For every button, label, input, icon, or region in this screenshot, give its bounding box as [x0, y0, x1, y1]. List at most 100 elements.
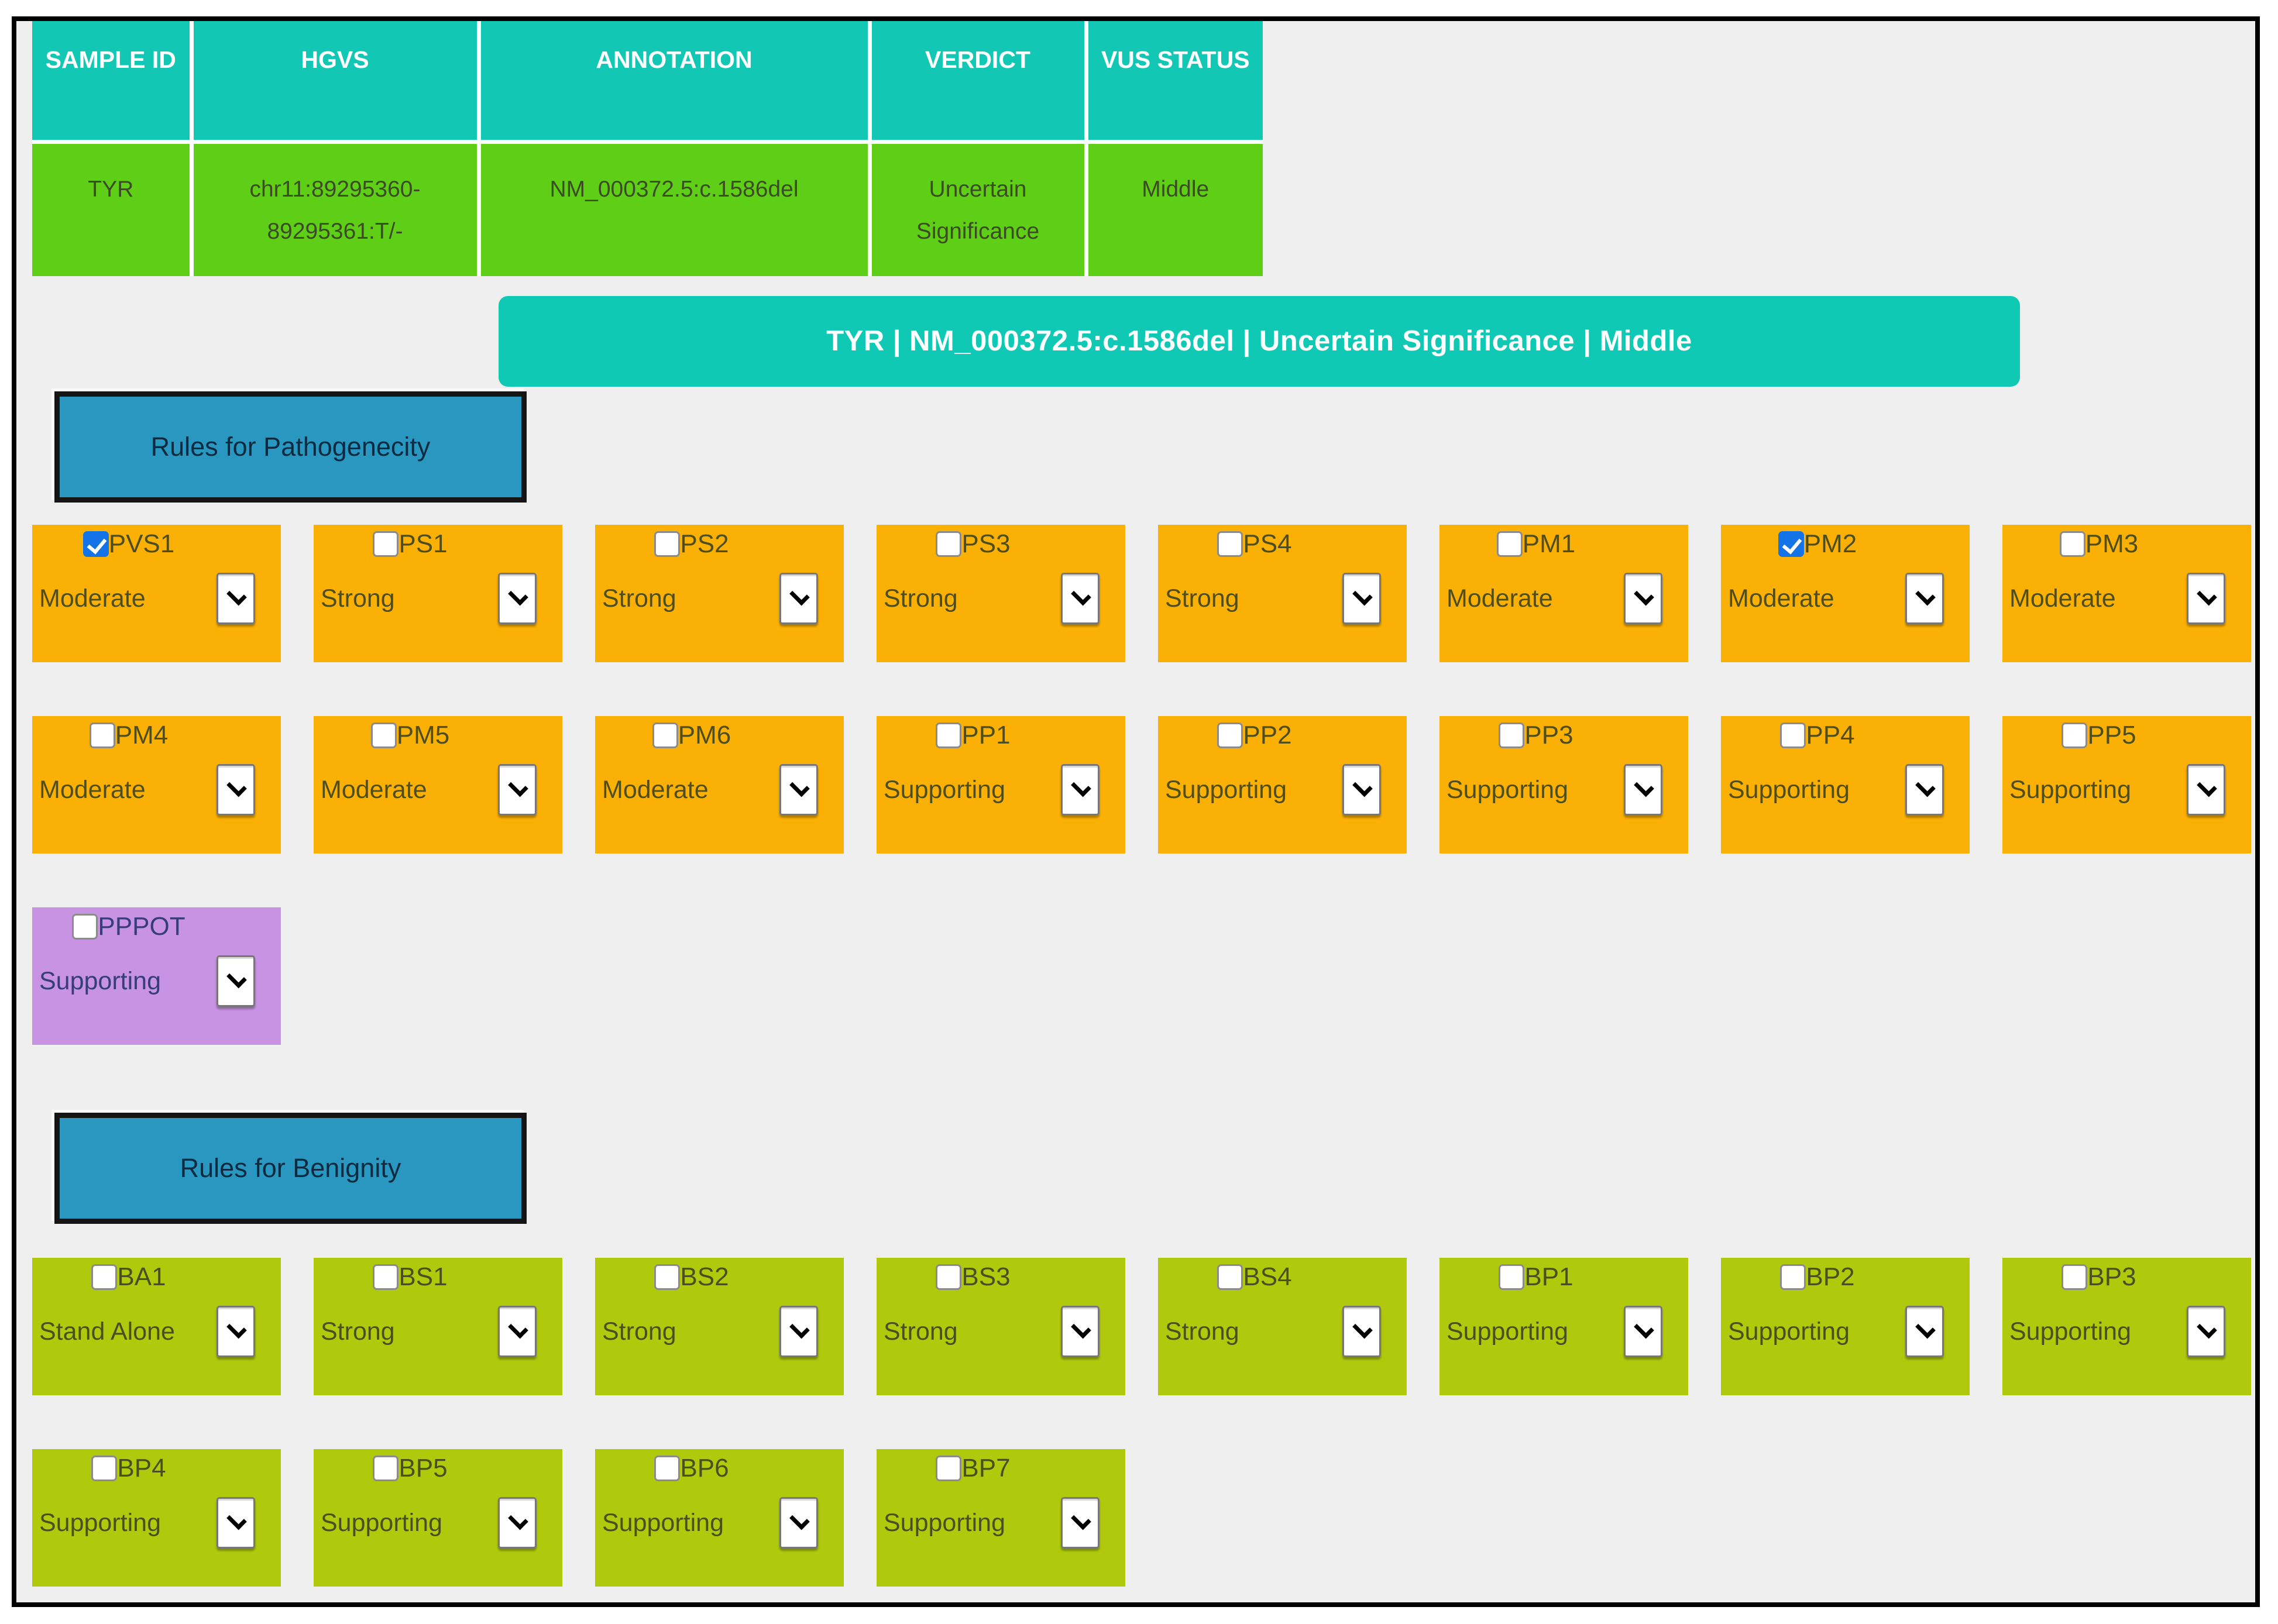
rule-checkbox-pp1[interactable]	[936, 722, 962, 748]
strength-select-pp3[interactable]	[1624, 764, 1662, 816]
strength-select-pm2[interactable]	[1905, 573, 1944, 624]
strength-select-pp4[interactable]	[1905, 764, 1944, 816]
strength-select-pm3[interactable]	[2187, 573, 2225, 624]
rule-checkbox-pp2[interactable]	[1217, 722, 1243, 748]
variant-summary-banner: TYR | NM_000372.5:c.1586del | Uncertain …	[499, 296, 2020, 387]
rule-id-label: PM6	[678, 721, 731, 749]
rules-for-pathogenecity-button[interactable]: Rules for Pathogenecity	[54, 391, 527, 503]
strength-select-bs2[interactable]	[779, 1306, 818, 1357]
rule-checkbox-ps1[interactable]	[373, 531, 399, 557]
rule-checkbox-bs4[interactable]	[1217, 1264, 1243, 1290]
rule-id-label: BS3	[961, 1262, 1011, 1291]
strength-select-pp5[interactable]	[2187, 764, 2225, 816]
rule-checkbox-bs3[interactable]	[936, 1264, 962, 1290]
strength-select-pvs1[interactable]	[217, 573, 255, 624]
strength-select-pm6[interactable]	[779, 764, 818, 816]
rule-card-header: BA1	[32, 1262, 281, 1292]
rule-checkbox-bp3[interactable]	[2061, 1264, 2088, 1290]
strength-select-pppot[interactable]	[217, 955, 255, 1007]
strength-select-ps3[interactable]	[1061, 573, 1100, 624]
rules-for-benignity-button[interactable]: Rules for Benignity	[54, 1113, 527, 1224]
strength-select-ps4[interactable]	[1342, 573, 1381, 624]
rule-card-body: Supporting	[1439, 1306, 1688, 1357]
rule-checkbox-pm1[interactable]	[1496, 531, 1523, 557]
rule-checkbox-ba1[interactable]	[91, 1264, 118, 1290]
strength-select-pm1[interactable]	[1624, 573, 1662, 624]
rule-strength-label: Supporting	[602, 1508, 724, 1537]
rule-card-header: BS3	[877, 1262, 1125, 1292]
rule-strength-label: Strong	[884, 1317, 958, 1346]
rule-checkbox-pp4[interactable]	[1780, 722, 1806, 748]
rule-id-label: PM3	[2085, 529, 2139, 558]
rule-id-label: BP3	[2087, 1262, 2136, 1291]
strength-select-bs1[interactable]	[498, 1306, 537, 1357]
rule-card-header: BP1	[1439, 1262, 1688, 1292]
rule-checkbox-ps3[interactable]	[936, 531, 962, 557]
rule-checkbox-pm6[interactable]	[652, 722, 678, 748]
rule-strength-label: Strong	[321, 1317, 395, 1346]
rule-card-body: Strong	[314, 1306, 562, 1357]
rule-checkbox-bp7[interactable]	[936, 1456, 962, 1481]
rule-checkbox-ps2[interactable]	[654, 531, 681, 557]
chevron-down-icon	[508, 776, 528, 797]
rule-card-header: PP4	[1721, 721, 1970, 750]
rule-card-pm2: PM2 Moderate	[1721, 525, 1970, 662]
rule-card-body: Moderate	[32, 573, 281, 624]
chevron-down-icon	[2197, 585, 2217, 606]
rule-checkbox-pm2[interactable]	[1778, 531, 1804, 557]
rule-checkbox-pvs1[interactable]	[83, 531, 109, 557]
strength-select-bp7[interactable]	[1061, 1497, 1100, 1549]
rule-checkbox-bs1[interactable]	[373, 1264, 399, 1290]
rule-checkbox-pp5[interactable]	[2061, 722, 2088, 748]
strength-select-bp1[interactable]	[1624, 1306, 1662, 1357]
benign-rules-grid: BA1 Stand Alone BS1 Strong BS2 Strong BS…	[32, 1258, 2251, 1587]
rule-card-pm6: PM6 Moderate	[595, 716, 844, 854]
strength-select-ps2[interactable]	[779, 573, 818, 624]
rule-checkbox-ps4[interactable]	[1217, 531, 1243, 557]
strength-select-ps1[interactable]	[498, 573, 537, 624]
rule-checkbox-bp5[interactable]	[373, 1456, 399, 1481]
strength-select-pm5[interactable]	[498, 764, 537, 816]
strength-select-bp3[interactable]	[2187, 1306, 2225, 1357]
rule-id-label: BP7	[961, 1454, 1011, 1482]
rule-checkbox-pm3[interactable]	[2059, 531, 2085, 557]
rule-strength-label: Moderate	[321, 775, 427, 804]
rule-checkbox-bp4[interactable]	[91, 1456, 118, 1481]
rule-checkbox-pp3[interactable]	[1499, 722, 1525, 748]
strength-select-pp2[interactable]	[1342, 764, 1381, 816]
rule-card-header: BS4	[1158, 1262, 1407, 1292]
strength-select-bp5[interactable]	[498, 1497, 537, 1549]
rule-checkbox-bp2[interactable]	[1780, 1264, 1806, 1290]
chevron-down-icon	[508, 1509, 528, 1530]
rule-card-body: Supporting	[32, 1497, 281, 1549]
chevron-down-icon	[226, 776, 247, 797]
rule-checkbox-pm4[interactable]	[89, 722, 115, 748]
rule-card-body: Supporting	[2002, 764, 2251, 816]
rule-checkbox-bs2[interactable]	[654, 1264, 681, 1290]
strength-select-bp2[interactable]	[1905, 1306, 1944, 1357]
rule-card-header: PVS1	[32, 529, 281, 559]
rule-strength-label: Strong	[1165, 1317, 1239, 1346]
rule-card-bs1: BS1 Strong	[314, 1258, 562, 1395]
rule-id-label: PS3	[961, 529, 1011, 558]
strength-select-bp6[interactable]	[779, 1497, 818, 1549]
strength-select-bp4[interactable]	[217, 1497, 255, 1549]
rule-id-label: PP2	[1243, 721, 1292, 749]
rule-card-pm1: PM1 Moderate	[1439, 525, 1688, 662]
rule-checkbox-bp6[interactable]	[654, 1456, 681, 1481]
strength-select-ba1[interactable]	[217, 1306, 255, 1357]
rule-card-bs3: BS3 Strong	[877, 1258, 1125, 1395]
strength-select-bs4[interactable]	[1342, 1306, 1381, 1357]
strength-select-bs3[interactable]	[1061, 1306, 1100, 1357]
chevron-down-icon	[1634, 776, 1654, 797]
rule-id-label: PM1	[1522, 529, 1576, 558]
strength-select-pm4[interactable]	[217, 764, 255, 816]
chevron-down-icon	[226, 585, 247, 606]
chevron-down-icon	[1352, 1318, 1373, 1339]
rule-checkbox-pm5[interactable]	[370, 722, 397, 748]
strength-select-pp1[interactable]	[1061, 764, 1100, 816]
rule-checkbox-pppot[interactable]	[72, 914, 98, 940]
chevron-down-icon	[1071, 585, 1091, 606]
rule-checkbox-bp1[interactable]	[1499, 1264, 1525, 1290]
checkmark-icon	[1782, 534, 1802, 555]
